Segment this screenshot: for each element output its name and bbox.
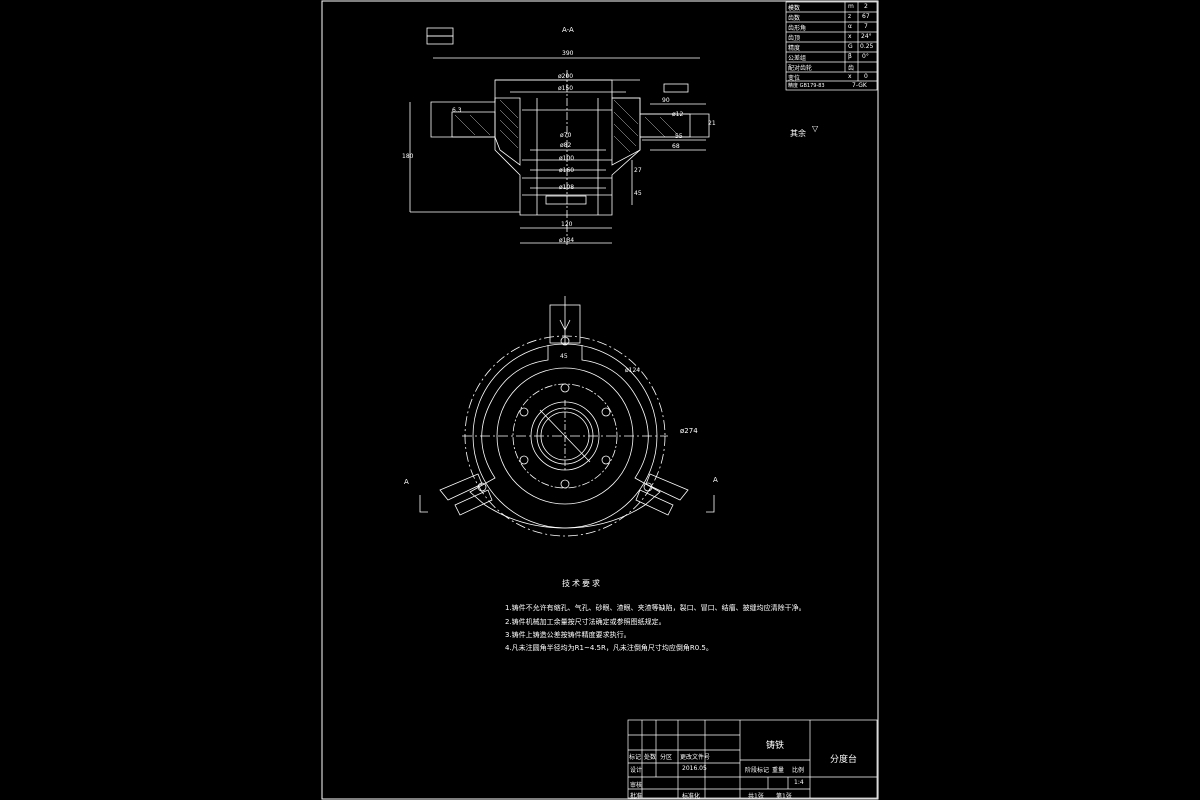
dim-100: ø100 <box>559 155 574 162</box>
param-row: 24° <box>861 33 872 40</box>
dim-160: ø160 <box>559 167 574 174</box>
view-marker-left: A <box>404 478 409 486</box>
tech-note: 4.凡未注圆角半径均为R1~4.5R，凡未注倒角尺寸均应倒角R0.5。 <box>505 644 713 652</box>
tb-check: 审核 <box>630 782 643 789</box>
dim-12: ø12 <box>672 111 683 118</box>
dim-120: 120 <box>561 221 573 228</box>
param-row: 配对齿轮 <box>788 65 813 72</box>
sheet-border <box>321 0 879 800</box>
param-row: 模数 <box>788 5 801 12</box>
dim-124: ø124 <box>625 367 640 374</box>
param-row: 齿顶 <box>788 35 801 42</box>
param-row: z <box>848 13 852 20</box>
param-row: 齿数 <box>788 15 801 22</box>
dim-68: 68 <box>672 143 680 150</box>
dim-150: ø150 <box>558 85 573 92</box>
param-row: 7-GK <box>852 82 867 89</box>
param-row: 0.25 <box>860 43 874 50</box>
param-row: x <box>848 73 852 80</box>
dim-45: 45 <box>634 190 642 197</box>
tb-ratio: 比例 <box>792 767 805 774</box>
tb-row-label: 标记 <box>629 754 642 761</box>
param-row: 精度 GB179-83 <box>788 83 825 89</box>
section-hatching <box>454 99 681 153</box>
dim-6-3: 6.3 <box>452 107 462 114</box>
tb-approve: 批准 <box>630 793 643 800</box>
dim-27: 27 <box>634 167 642 174</box>
tb-row-label: 分区 <box>660 754 673 761</box>
param-row: 公差组 <box>788 55 807 62</box>
plan-view <box>419 296 715 537</box>
dim-90: 90 <box>662 97 670 104</box>
dim-45-plan: 45 <box>560 353 568 360</box>
tb-sheet-total: 共1张 <box>748 793 764 800</box>
param-row: 齿形角 <box>788 25 807 32</box>
param-row: 7 <box>864 23 868 30</box>
param-row: G <box>848 43 853 50</box>
dim-134: ø134 <box>559 237 574 244</box>
dim-21: 21 <box>708 120 716 127</box>
title-block <box>627 719 878 799</box>
section-label: A-A <box>562 26 574 34</box>
param-row: 2 <box>864 3 868 10</box>
tb-stage: 阶段标记 <box>745 767 770 774</box>
param-row: 精度 <box>788 45 801 52</box>
tb-row-label: 处数 <box>644 754 657 761</box>
dim-108: ø108 <box>559 184 574 191</box>
roughness-symbol-icon: ▽ <box>812 124 819 133</box>
tb-design: 设计 <box>630 767 643 774</box>
section-view <box>409 27 710 245</box>
param-row: 齿 <box>848 65 855 72</box>
dim-70: ø70 <box>560 132 571 139</box>
gear-parameter-table <box>785 1 878 91</box>
param-row: m <box>848 3 854 10</box>
param-row: 67 <box>862 13 870 20</box>
tech-note: 3.铸件上铸造公差按铸件精度要求执行。 <box>505 631 631 639</box>
param-row: x <box>848 33 852 40</box>
view-marker-right: A <box>713 476 718 484</box>
dim-82: ø82 <box>560 142 571 149</box>
param-row: 变位 <box>788 75 801 82</box>
tb-weight: 重量 <box>772 767 785 774</box>
param-row: 0 <box>864 73 868 80</box>
tech-note: 1.铸件不允许有缩孔、气孔、砂眼、渣眼、夹渣等缺陷，裂口、冒口、结瘤、披缝均应清… <box>505 604 806 612</box>
roughness-rest-note: 其余 <box>790 129 806 138</box>
tech-requirements-title: 技术要求 <box>562 579 602 588</box>
part-name: 分度台 <box>830 755 858 765</box>
dim-180: 180 <box>402 153 414 160</box>
dim-200: ø200 <box>558 73 573 80</box>
tech-note: 2.铸件机械加工余量按尺寸法确定或参照图纸规定。 <box>505 618 666 626</box>
tb-date: 2016.05 <box>682 765 707 772</box>
material-label: 铸铁 <box>766 741 785 751</box>
param-row: α <box>848 23 852 30</box>
tb-scale: 1:4 <box>794 779 804 786</box>
param-row: β <box>848 53 852 60</box>
tb-row-label: 更改文件号 <box>680 754 711 761</box>
tb-sheet-no: 第1张 <box>776 793 792 800</box>
param-row: 0° <box>862 53 869 60</box>
dim-55: 55 <box>675 133 683 140</box>
dim-390: 390 <box>562 50 574 57</box>
tb-std: 标准化 <box>682 793 701 800</box>
dim-274: ø274 <box>680 427 698 435</box>
